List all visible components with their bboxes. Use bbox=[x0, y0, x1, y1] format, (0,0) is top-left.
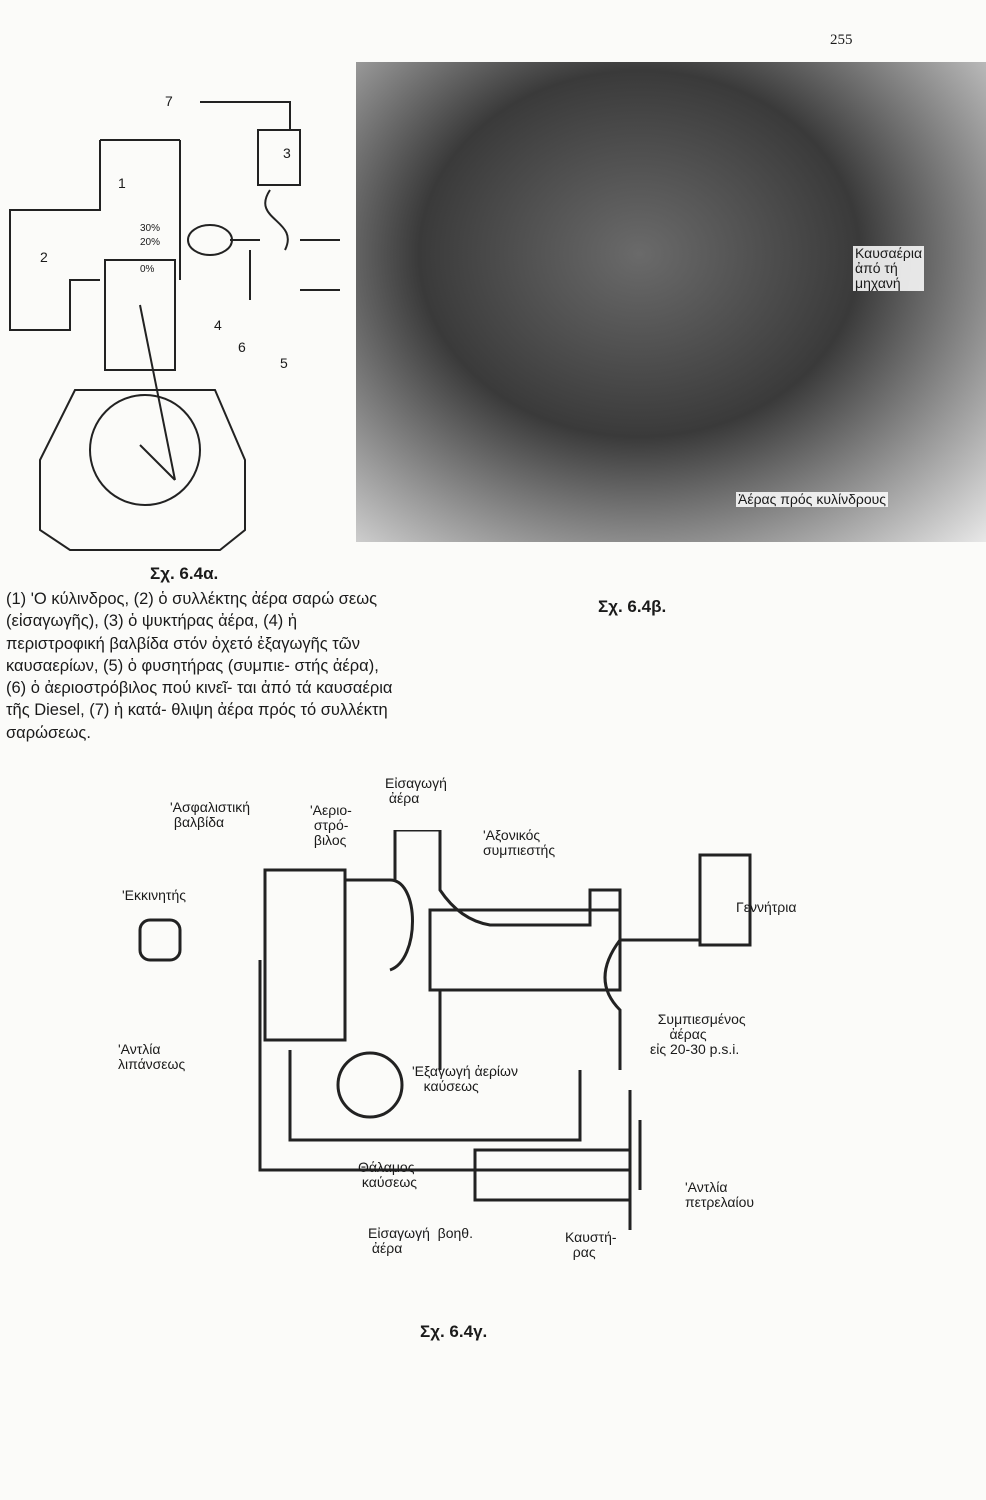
label-20pct: 20% bbox=[140, 237, 161, 248]
label-burner: Καυστή- ρας bbox=[565, 1229, 617, 1260]
label-gas-turbine: 'Αεριο- στρό- βιλος bbox=[310, 802, 352, 848]
figure-6-4a-engine-diagram bbox=[9, 101, 340, 551]
label-lube-pump: 'Αντλία λιπάνσεως bbox=[118, 1041, 186, 1072]
label-compressed-air: Συμπιεσμένος ἀέρας εἰς 20-30 p.s.i. bbox=[650, 1011, 746, 1057]
caption-6-4a-legend: (1) 'Ο κύλινδρος, (2) ὁ συλλέκτης ἀέρα σ… bbox=[6, 590, 393, 742]
label-1: 1 bbox=[118, 175, 126, 191]
label-combustion-chamber: Θάλαμος καύσεως bbox=[358, 1159, 418, 1190]
caption-6-4b: Σχ. 6.4β. bbox=[598, 597, 667, 616]
caption-6-4c: Σχ. 6.4γ. bbox=[420, 1322, 488, 1341]
page-number: 255 bbox=[830, 32, 853, 48]
label-exhaust-from-engine: Καυσαέρια ἀπό τή μηχανή bbox=[853, 245, 925, 291]
label-30pct: 30% bbox=[140, 223, 161, 234]
label-safety-valve: 'Ασφαλιστική βαλβίδα bbox=[170, 799, 251, 830]
label-2: 2 bbox=[40, 249, 48, 265]
label-exhaust-gases: 'Εξαγωγή ἀερίων καύσεως bbox=[412, 1063, 518, 1094]
label-aux-air-intake: Εἰσαγωγή βοηθ. ἀέρα bbox=[368, 1225, 473, 1256]
label-4: 4 bbox=[214, 317, 222, 333]
label-generator: Γεννήτρια bbox=[736, 899, 797, 915]
label-fuel-pump: 'Αντλία πετρελαίου bbox=[685, 1179, 755, 1210]
label-0pct: 0% bbox=[140, 264, 155, 275]
turbocharger-photo bbox=[356, 62, 986, 542]
label-axial-compressor: 'Αξονικός συμπιεστής bbox=[483, 827, 556, 858]
label-6: 6 bbox=[238, 339, 246, 355]
figure-6-4c-gas-turbine-diagram bbox=[138, 830, 752, 1230]
label-air-intake: Εἰσαγωγή ἀέρα bbox=[385, 775, 447, 806]
caption-6-4a: Σχ. 6.4α. bbox=[150, 564, 219, 583]
label-7: 7 bbox=[165, 93, 173, 109]
label-starter: 'Εκκινητής bbox=[122, 887, 186, 903]
label-3: 3 bbox=[283, 145, 291, 161]
label-5: 5 bbox=[280, 355, 288, 371]
label-air-to-cylinders: Ἀέρας πρός κυλίνδρους bbox=[736, 491, 889, 507]
